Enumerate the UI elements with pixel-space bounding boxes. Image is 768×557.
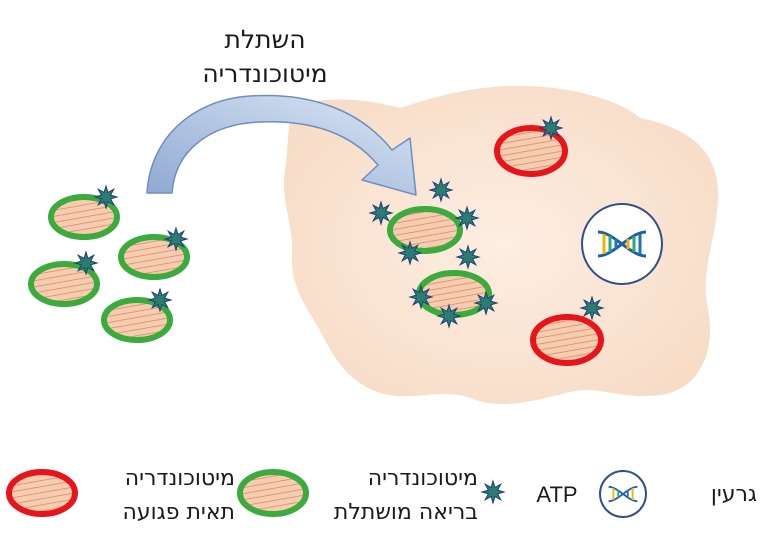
donor-mitochondrion [28, 261, 100, 307]
atp-star-icon [163, 226, 189, 252]
damaged-mitochondrion [530, 314, 604, 366]
damaged-mitochondrion [494, 125, 568, 177]
donor-mitochondrion [48, 194, 120, 240]
atp-star-icon [93, 184, 119, 210]
donor-mitochondrion [101, 297, 173, 343]
legend-damaged-label-line2: תאית פגועה [122, 500, 235, 525]
legend-damaged-label-line1: מיטוכונדריה [124, 466, 235, 491]
legend-atp-icon [480, 479, 506, 505]
atp-star-icon [579, 295, 605, 321]
legend-healthy-mito-icon [237, 469, 309, 517]
atp-star-icon [473, 290, 499, 316]
transplanted-mitochondrion [416, 270, 492, 318]
transplant-arrow-icon [146, 94, 417, 196]
legend-damaged-mito-icon [6, 469, 78, 517]
atp-star-icon [408, 284, 434, 310]
legend-healthy-label-line2: בריאה מושתלת [333, 500, 478, 525]
dna-icon [597, 230, 647, 258]
atp-star-icon [538, 115, 564, 141]
atp-star-icon [436, 303, 462, 329]
atp-star-icon [368, 200, 394, 226]
atp-star-icon [147, 287, 173, 313]
atp-star-icon [454, 205, 480, 231]
damaged-mitochondria-group [494, 125, 604, 366]
legend-healthy-label-line1: מיטוכונדריה [367, 466, 478, 491]
donor-mitochondrion [118, 234, 190, 280]
atp-star-icon [455, 244, 481, 270]
donor-mitochondria-group [28, 194, 190, 343]
atp-star-icon [428, 177, 454, 203]
atp-star-icon [397, 240, 423, 266]
transplanted-mitochondrion [387, 206, 463, 254]
legend-nucleus-label: גרעין [710, 482, 757, 507]
legend-shapes [6, 469, 647, 518]
legend-atp-label: ATP [536, 482, 578, 507]
atp-layer [73, 115, 605, 505]
atp-star-icon [73, 250, 99, 276]
legend-dna-icon [608, 485, 638, 503]
diagram-title-line2: מיטוכונדריה [202, 59, 328, 88]
diagram-title-line1: השתלת [224, 25, 306, 54]
nucleus [581, 203, 663, 285]
